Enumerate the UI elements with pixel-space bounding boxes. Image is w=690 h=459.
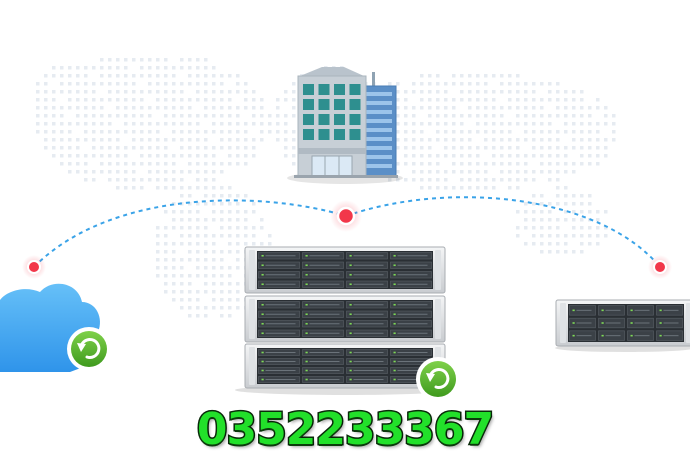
location-pin-icon <box>22 255 46 279</box>
office-building-icon <box>287 67 403 184</box>
connection-line-left <box>33 199 347 268</box>
sync-arrow-icon <box>67 327 111 371</box>
location-pin-icon <box>648 255 672 279</box>
rack-server-icon <box>235 246 455 395</box>
hotline-number[interactable]: 0352233367 <box>195 403 495 457</box>
rack-server-icon <box>555 299 690 352</box>
connection-line-right <box>345 196 661 268</box>
location-pin-icon <box>330 200 362 232</box>
sync-arrow-icon <box>416 357 460 401</box>
